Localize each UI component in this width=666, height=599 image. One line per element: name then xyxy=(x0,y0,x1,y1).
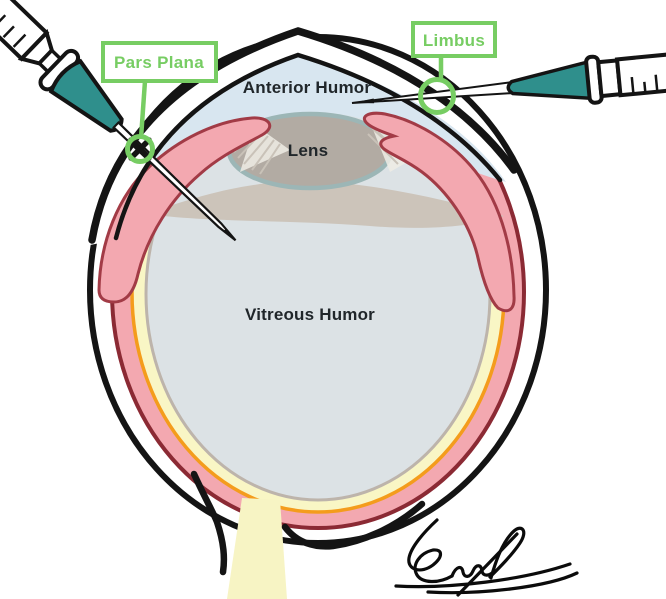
posterior-capsule-band xyxy=(148,180,504,228)
lens-label: Lens xyxy=(288,141,328,160)
optic-nerve-outline-right xyxy=(281,500,426,550)
artist-signature xyxy=(394,518,579,597)
vitreous-humor-label: Vitreous Humor xyxy=(245,305,375,324)
limbus-marker-circle xyxy=(418,77,456,115)
anterior-humor-label: Anterior Humor xyxy=(243,78,372,97)
syringe-right-needle-tip xyxy=(352,98,375,104)
callout-box-limbus xyxy=(411,21,497,58)
iris-left-wing xyxy=(97,116,272,304)
syringe-left-graduations xyxy=(0,14,27,48)
cornea-inner-arc xyxy=(113,52,503,241)
syringe-left-hub xyxy=(48,58,124,133)
syringe-right-graduations xyxy=(630,74,659,95)
optic-nerve xyxy=(227,498,287,599)
pars-plana-label: Pars Plana xyxy=(114,53,204,72)
syringe-left-needle-tip xyxy=(223,228,236,241)
limbus-label: Limbus xyxy=(423,31,485,50)
iris-right-wing xyxy=(362,111,516,313)
optic-nerve-outline-left xyxy=(190,470,228,576)
syringe-right-hub xyxy=(506,60,594,101)
cornea-outer-arc xyxy=(88,27,518,244)
syringe-right-barrel xyxy=(614,49,666,98)
callout-box-pars-plana xyxy=(101,41,218,83)
pars-plana-x-icon xyxy=(128,137,152,161)
syringe-right xyxy=(351,49,666,105)
pars-plana-connector xyxy=(138,80,148,139)
